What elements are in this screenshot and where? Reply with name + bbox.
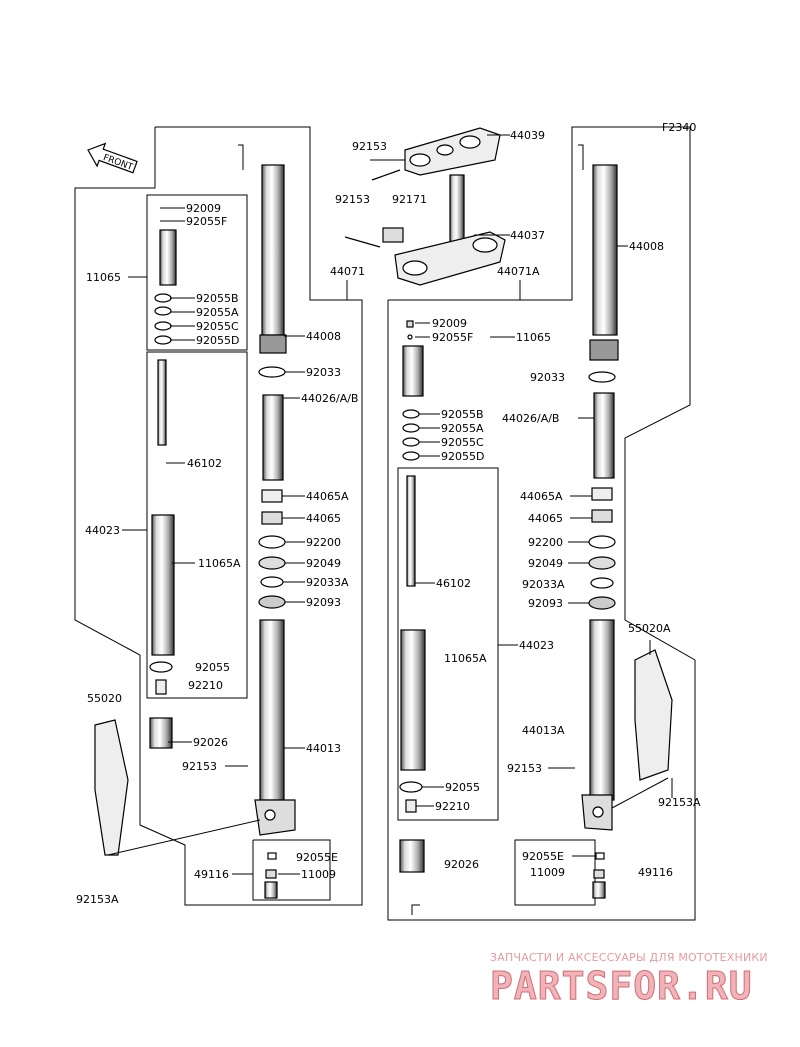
- label-m-92009: 92009: [432, 317, 467, 330]
- label-l-49116: 49116: [194, 868, 229, 881]
- left-cartridge-rod-box: [146, 351, 248, 699]
- label-c-44065: 44065: [306, 512, 341, 525]
- label-c-92033a: 92033A: [306, 576, 349, 589]
- right-cartridge: [399, 320, 426, 915]
- left-frame-lines: [74, 126, 363, 906]
- label-c-92049: 92049: [306, 557, 341, 570]
- label-l-92153: 92153: [182, 760, 217, 773]
- label-l-92055d: 92055D: [196, 334, 239, 347]
- label-r-92200: 92200: [528, 536, 563, 549]
- left-outer-tube: [254, 619, 296, 836]
- label-l-55020: 55020: [87, 692, 122, 705]
- label-92171: 92171: [392, 193, 427, 206]
- label-c-44013: 44013: [306, 742, 341, 755]
- label-r-92055e: 92055E: [522, 850, 564, 863]
- left-fork-guard: [94, 719, 261, 856]
- label-r-92049: 92049: [528, 557, 563, 570]
- label-l-92153a: 92153A: [76, 893, 119, 906]
- left-fork-tube: [238, 144, 287, 354]
- label-m-11065a: 11065A: [444, 652, 487, 665]
- label-c-44026: 44026/A/B: [301, 392, 358, 405]
- right-washers: [588, 371, 616, 610]
- label-c-44008: 44008: [306, 330, 341, 343]
- right-spring: [593, 392, 615, 479]
- label-l-11065a: 11065A: [198, 557, 241, 570]
- label-44037: 44037: [510, 229, 545, 242]
- label-r-44065: 44065: [528, 512, 563, 525]
- label-r-44026: 44026/A/B: [502, 412, 559, 425]
- label-l-46102: 46102: [187, 457, 222, 470]
- right-fork-guard: [611, 649, 673, 809]
- right-outer-tube: [581, 619, 615, 831]
- label-r-11009: 11009: [530, 866, 565, 879]
- left-spring: [262, 394, 284, 481]
- label-c-92200: 92200: [306, 536, 341, 549]
- label-m-92055b: 92055B: [441, 408, 484, 421]
- label-l-92055: 92055: [195, 661, 230, 674]
- label-44039: 44039: [510, 129, 545, 142]
- label-l-11065: 11065: [86, 271, 121, 284]
- label-m-92026: 92026: [444, 858, 479, 871]
- label-l-92210: 92210: [188, 679, 223, 692]
- front-arrow-icon: FRONT: [87, 142, 138, 174]
- label-c-44065a: 44065A: [306, 490, 349, 503]
- label-c-92055e: 92055E: [296, 851, 338, 864]
- label-m-92055: 92055: [445, 781, 480, 794]
- label-m-44023: 44023: [519, 639, 554, 652]
- label-m-92210: 92210: [435, 800, 470, 813]
- label-l-92009: 92009: [186, 202, 221, 215]
- label-r-92153a: 92153A: [658, 796, 701, 809]
- label-c-11009: 11009: [301, 868, 336, 881]
- label-l-92026: 92026: [193, 736, 228, 749]
- label-r-44013a: 44013A: [522, 724, 565, 737]
- label-44071a: 44071A: [497, 265, 540, 278]
- label-92153-top: 92153: [352, 140, 387, 153]
- label-m-46102: 46102: [436, 577, 471, 590]
- label-r-49116: 49116: [638, 866, 673, 879]
- label-m-11065: 11065: [516, 331, 551, 344]
- left-cartridge-box: [146, 194, 248, 351]
- label-l-92055b: 92055B: [196, 292, 239, 305]
- label-c-92093: 92093: [306, 596, 341, 609]
- label-m-92055a: 92055A: [441, 422, 484, 435]
- label-l-92055c: 92055C: [196, 320, 239, 333]
- label-r-92153: 92153: [507, 762, 542, 775]
- label-m-92055c: 92055C: [441, 436, 484, 449]
- upper-triple-clamp: [404, 127, 501, 176]
- label-r-55020a: 55020A: [628, 622, 671, 635]
- label-c-92033: 92033: [306, 366, 341, 379]
- right-cartridge-box: [397, 467, 499, 821]
- label-r-92033: 92033: [530, 371, 565, 384]
- watermark-logo: PARTSFOR.RU: [490, 964, 753, 1009]
- label-l-44023: 44023: [85, 524, 120, 537]
- label-92153-mid: 92153: [335, 193, 370, 206]
- leader-lines: [122, 134, 673, 875]
- label-r-44065a: 44065A: [520, 490, 563, 503]
- label-l-92055f: 92055F: [186, 215, 227, 228]
- bolts-top: [344, 169, 401, 248]
- left-cartridge: [149, 229, 177, 749]
- right-fork-tube: [578, 144, 619, 361]
- label-l-92055a: 92055A: [196, 306, 239, 319]
- label-r-92093: 92093: [528, 597, 563, 610]
- label-44071: 44071: [330, 265, 365, 278]
- label-m-92055d: 92055D: [441, 450, 484, 463]
- watermark-tagline: ЗАПЧАСТИ И АКСЕССУАРЫ ДЛЯ МОТОТЕХНИКИ: [490, 951, 768, 964]
- label-m-92055f: 92055F: [432, 331, 473, 344]
- label-r-92033a: 92033A: [522, 578, 565, 591]
- lower-triple-clamp: [382, 174, 506, 286]
- label-r-44008: 44008: [629, 240, 664, 253]
- left-bottom-parts: [264, 852, 278, 899]
